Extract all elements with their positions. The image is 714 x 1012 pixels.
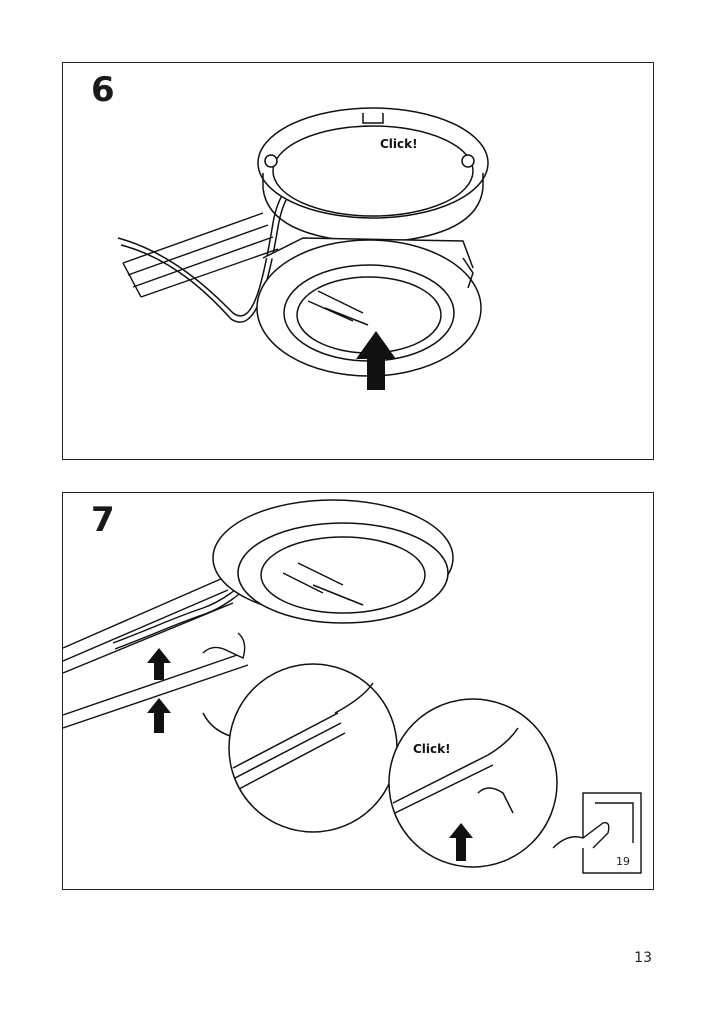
zoom-circle-left <box>202 663 398 833</box>
step-6-illustration: Click! <box>117 107 489 390</box>
mounted-lamp <box>212 499 454 624</box>
rail-with-cable <box>63 574 258 729</box>
cable <box>117 172 304 317</box>
cable-clip <box>202 632 246 659</box>
push-up-arrow <box>449 823 473 861</box>
zoom-circle-right <box>388 698 558 868</box>
cabinet-rail <box>122 212 279 298</box>
step-number: 7 <box>91 500 115 540</box>
page-turn-icon <box>552 792 642 874</box>
step-6-panel: 6 Click! <box>62 62 654 460</box>
push-up-arrow <box>356 331 396 390</box>
step-number: 6 <box>91 70 115 110</box>
page-number: 13 <box>634 950 652 966</box>
lamp-mounting-ring <box>257 107 489 244</box>
step-7-panel: 7 <box>62 492 654 890</box>
page-reference: 19 <box>616 855 630 868</box>
step-7-illustration: Click! 19 <box>63 499 642 874</box>
click-callout: Click! <box>413 742 451 756</box>
push-up-arrow <box>147 648 171 733</box>
click-callout: Click! <box>380 137 418 151</box>
